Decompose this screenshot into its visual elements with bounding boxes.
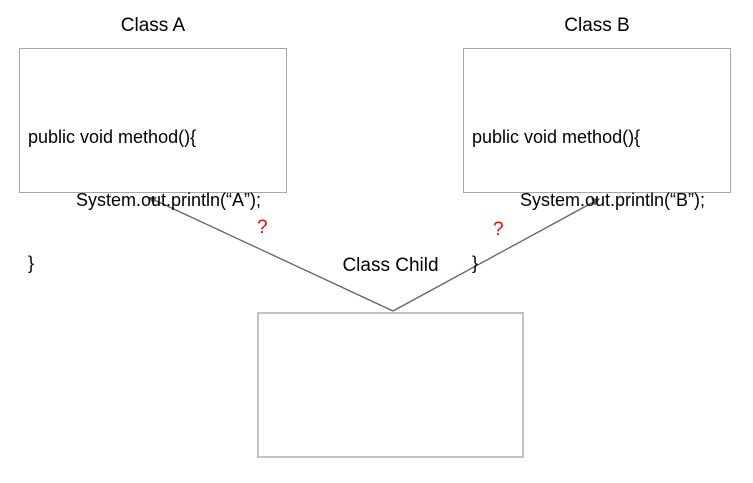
question-mark-left: ? [257,217,268,238]
question-mark-right: ? [493,219,504,240]
class-child-box [257,312,524,458]
class-b-box [463,48,731,193]
class-a-code-line-1: public void method(){ [28,127,197,147]
class-b-title: Class B [564,15,630,36]
class-a-code-line-3: } [28,253,35,273]
class-b-code-line-3: } [472,253,479,273]
class-b-code-line-2: System.out.println(“B”); [520,190,706,210]
class-a-code: public void method(){ System.out.println… [28,85,261,316]
class-b-code: public void method(){ System.out.println… [472,85,705,316]
class-a-title: Class A [120,15,186,36]
class-b-code-line-1: public void method(){ [472,127,641,147]
class-a-box [19,48,287,193]
class-a-code-line-2: System.out.println(“A”); [76,190,262,210]
class-child-title: Class Child [342,255,439,276]
